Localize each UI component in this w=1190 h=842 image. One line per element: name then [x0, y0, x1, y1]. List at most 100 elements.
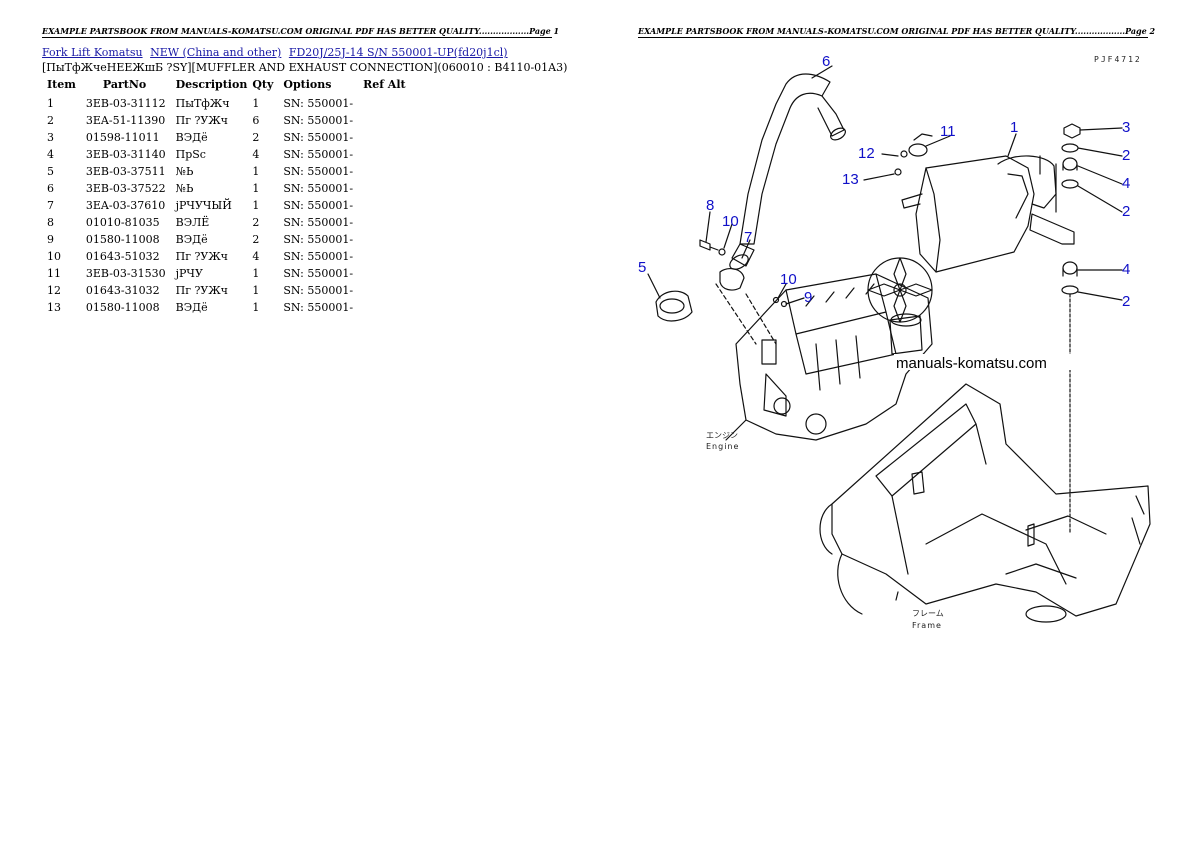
column-header-options: Options [283, 77, 332, 91]
cell-qty: 1 [252, 267, 260, 280]
cell-description: Пг ?УЖч [175, 284, 228, 297]
cell-item: 6 [47, 182, 54, 195]
cell-partno: 01643-51032 [85, 250, 160, 263]
parts-table: Item PartNo Description Qty Options Ref … [42, 76, 411, 316]
cell-description: ВЭЛЁ [175, 216, 210, 229]
callout-2c: 2 [1122, 293, 1130, 310]
cell-ref-alt [358, 282, 411, 299]
exhaust-pipe-drawing [739, 73, 831, 245]
column-header-ref-alt: Ref Alt [363, 77, 406, 91]
cell-description: №Ь [175, 182, 194, 195]
cell-ref-alt [358, 299, 411, 316]
callout-7: 7 [744, 229, 752, 246]
cell-qty: 2 [252, 131, 260, 144]
cell-description: ПыТфЖч [175, 97, 230, 110]
cell-ref-alt [358, 112, 411, 129]
cell-ref-alt [358, 265, 411, 282]
cell-item: 11 [47, 267, 61, 280]
cell-item: 3 [47, 131, 54, 144]
cell-ref-alt [358, 146, 411, 163]
cell-options: SN: 550001- [283, 182, 354, 195]
cell-options: SN: 550001- [283, 301, 354, 314]
breadcrumb-link-region[interactable]: NEW (China and other) [150, 46, 282, 59]
callout-2b: 2 [1122, 203, 1130, 220]
cell-qty: 2 [252, 233, 260, 246]
column-header-qty: Qty [252, 77, 274, 91]
cell-partno: 3EB-03-37511 [85, 165, 166, 178]
cell-partno: 3EA-51-11390 [85, 114, 166, 127]
watermark: manuals-komatsu.com [896, 355, 1047, 372]
column-header-item: Item [47, 77, 76, 91]
tail-pipe-drawing [655, 290, 693, 322]
breadcrumb-link-model[interactable]: FD20J/25J-14 S/N 550001-UP(fd20j1cl) [288, 46, 508, 59]
cell-partno: 01598-11011 [85, 131, 160, 144]
cell-partno: 01580-11008 [85, 233, 160, 246]
callout-1: 1 [1010, 119, 1018, 136]
cell-description: ВЭДё [175, 233, 208, 246]
cell-item: 4 [47, 148, 54, 161]
muffler-drawing [915, 155, 1035, 273]
breadcrumb: Fork Lift Komatsu NEW (China and other) … [42, 46, 512, 59]
page-1-header: EXAMPLE PARTSBOOK FROM MANUALS-KOMATSU.C… [42, 26, 560, 38]
cell-partno: 01010-81035 [85, 216, 160, 229]
callout-2a: 2 [1122, 147, 1130, 164]
cell-qty: 1 [252, 182, 260, 195]
cell-partno: 3EA-03-37610 [85, 199, 166, 212]
cell-partno: 3EB-03-31530 [85, 267, 166, 280]
cell-item: 10 [47, 250, 61, 263]
cell-ref-alt [358, 129, 411, 146]
cell-ref-alt [358, 231, 411, 248]
cell-partno: 3EB-03-31112 [85, 97, 166, 110]
cell-description: jРЧУЧЫЙ [175, 199, 232, 212]
table-header-row: Item PartNo Description Qty Options Ref … [42, 76, 411, 95]
cell-qty: 1 [252, 199, 260, 212]
callout-4b: 4 [1122, 261, 1130, 278]
cell-qty: 2 [252, 216, 260, 229]
cell-options: SN: 550001- [283, 199, 354, 212]
callout-5: 5 [638, 259, 646, 276]
cell-partno: 01580-11008 [85, 301, 160, 314]
cell-partno: 3EB-03-31140 [85, 148, 166, 161]
cell-item: 12 [47, 284, 61, 297]
engine-label-en: Engine [706, 442, 739, 451]
callout-10b: 10 [780, 271, 797, 288]
exploded-parts-diagram: PJF4712 6 11 1 3 2 12 4 13 2 8 10 7 5 4 … [638, 53, 1151, 630]
frame-label-jp: フレーム [912, 609, 944, 618]
cell-description: ВЭДё [175, 301, 208, 314]
cell-description: Пг ?УЖч [175, 250, 228, 263]
cell-options: SN: 550001- [283, 114, 354, 127]
cell-ref-alt [358, 163, 411, 180]
cell-description: ПрSc [175, 148, 206, 161]
cell-options: SN: 550001- [283, 267, 354, 280]
cell-description: jРЧУ [175, 267, 203, 280]
frame-label-en: Frame [912, 621, 942, 630]
cell-item: 2 [47, 114, 54, 127]
breadcrumb-link-forklift[interactable]: Fork Lift Komatsu [42, 46, 143, 59]
cell-options: SN: 550001- [283, 165, 354, 178]
callout-10a: 10 [722, 213, 739, 230]
cell-options: SN: 550001- [283, 131, 354, 144]
cell-options: SN: 550001- [283, 148, 354, 161]
cell-ref-alt [358, 248, 411, 265]
cell-ref-alt [358, 214, 411, 231]
table-row: 11 3EB-03-31530 jРЧУ 1 SN: 550001- [42, 265, 411, 282]
callout-6: 6 [822, 53, 830, 70]
column-header-description: Description [175, 77, 248, 91]
cell-options: SN: 550001- [283, 233, 354, 246]
cell-item: 1 [47, 97, 54, 110]
cell-options: SN: 550001- [283, 284, 354, 297]
callout-9: 9 [804, 289, 812, 306]
callout-4a: 4 [1122, 175, 1130, 192]
frame-drawing [831, 383, 1151, 617]
cell-qty: 6 [252, 114, 260, 127]
cell-qty: 1 [252, 284, 260, 297]
cell-options: SN: 550001- [283, 250, 354, 263]
